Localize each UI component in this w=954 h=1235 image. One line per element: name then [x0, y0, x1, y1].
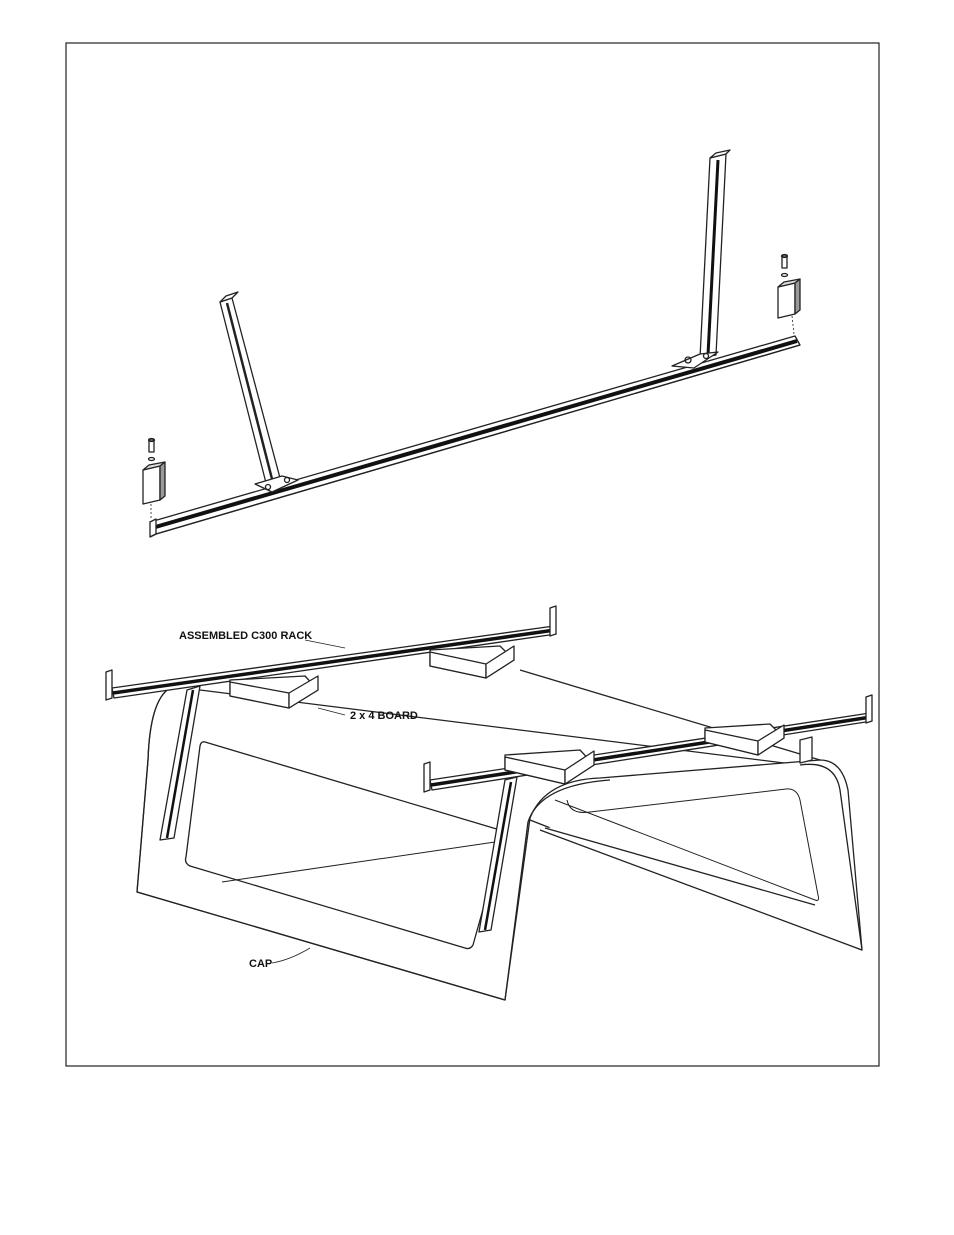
- exploded-rack: [143, 150, 800, 537]
- board-leader-line: [318, 708, 345, 715]
- cap-label: CAP: [249, 958, 272, 970]
- left-upright: [220, 292, 298, 492]
- left-end-bracket: [143, 439, 165, 521]
- right-end-bracket: [778, 255, 800, 335]
- cap-leader-line: [272, 948, 310, 963]
- board-label: 2 x 4 BOARD: [350, 710, 418, 722]
- right-upright: [672, 150, 730, 368]
- rack-label: ASSEMBLED C300 RACK: [179, 630, 312, 642]
- installed-assembly: [106, 606, 872, 1000]
